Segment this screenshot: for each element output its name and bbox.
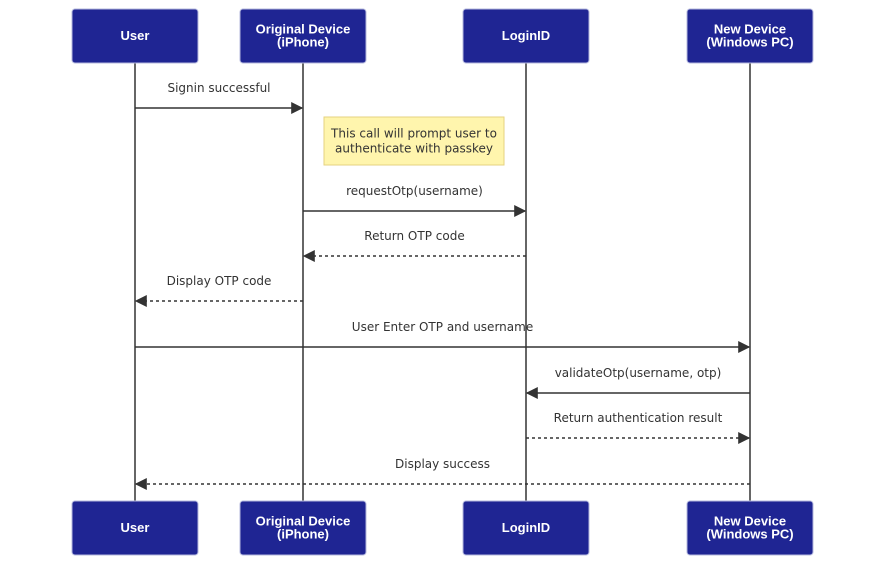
actor-box [239, 500, 367, 556]
actor-label: (iPhone) [277, 35, 329, 50]
actor-box [686, 8, 814, 64]
message-label: Return authentication result [554, 411, 723, 425]
actor-label: New Device [714, 22, 786, 37]
actor-original-bottom: Original Device(iPhone) [239, 500, 367, 556]
actor-box [239, 8, 367, 64]
actor-box [71, 8, 199, 64]
actor-newdevice-bottom: New Device(Windows PC) [686, 500, 814, 556]
message-1: Signin successful [135, 81, 304, 114]
note-text: This call will prompt user to [330, 127, 497, 141]
actors-top: User Original Device(iPhone) LoginID New De… [71, 8, 814, 64]
message-2: requestOtp(username) [303, 184, 527, 217]
lifelines [134, 63, 751, 501]
actor-label: User [121, 28, 150, 43]
actor-label: LoginID [502, 520, 550, 535]
note-box [323, 116, 505, 166]
message-label: validateOtp(username, otp) [555, 366, 722, 380]
note-text: authenticate with passkey [335, 142, 493, 156]
actor-box [71, 500, 199, 556]
actors-bottom: User Original Device(iPhone) LoginID New De… [71, 500, 814, 556]
message-label: Signin successful [167, 81, 270, 95]
message-label: Display OTP code [167, 274, 272, 288]
actor-label: (Windows PC) [706, 527, 793, 542]
message-3: Return OTP code [302, 229, 526, 262]
note: This call will prompt user toauthenticat… [323, 116, 505, 166]
message-label: Return OTP code [364, 229, 464, 243]
message-label: User Enter OTP and username [352, 320, 533, 334]
message-5: User Enter OTP and username [135, 320, 751, 353]
actor-box [462, 8, 590, 64]
actor-label: User [121, 520, 150, 535]
actor-label: New Device [714, 514, 786, 529]
actor-user-bottom: User [71, 500, 199, 556]
actor-label: (Windows PC) [706, 35, 793, 50]
actor-label: (iPhone) [277, 527, 329, 542]
actor-loginid-bottom: LoginID [462, 500, 590, 556]
actor-user-top: User [71, 8, 199, 64]
messages: Signin successful requestOtp(username) Ret… [134, 81, 751, 490]
message-4: Display OTP code [134, 274, 303, 307]
actor-box [462, 500, 590, 556]
actor-original-top: Original Device(iPhone) [239, 8, 367, 64]
notes: This call will prompt user toauthenticat… [323, 116, 505, 166]
actor-loginid-top: LoginID [462, 8, 590, 64]
message-8: Display success [134, 457, 750, 490]
actor-label: LoginID [502, 28, 550, 43]
message-label: requestOtp(username) [346, 184, 483, 198]
message-6: validateOtp(username, otp) [525, 366, 750, 399]
actor-box [686, 500, 814, 556]
actor-label: Original Device [256, 22, 351, 37]
message-7: Return authentication result [526, 411, 751, 444]
message-label: Display success [395, 457, 490, 471]
actor-label: Original Device [256, 514, 351, 529]
actor-newdevice-top: New Device(Windows PC) [686, 8, 814, 64]
